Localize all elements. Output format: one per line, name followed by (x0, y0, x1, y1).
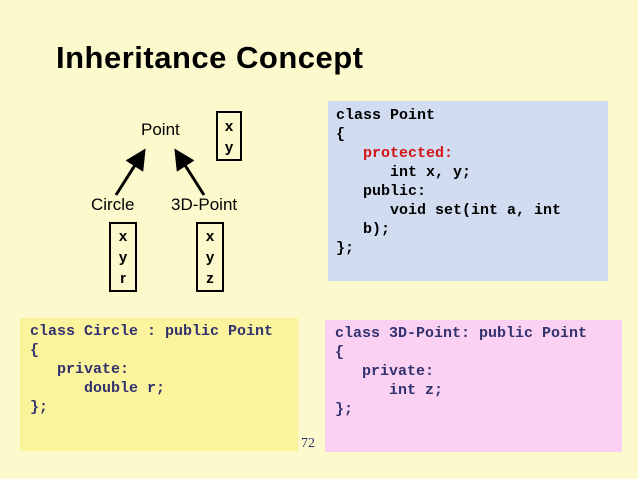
attr-letter: y (224, 139, 234, 156)
attr-letter: r (120, 270, 126, 287)
code-line: }; (336, 240, 355, 257)
code-line: class 3D-Point: public Point (335, 325, 588, 342)
code-box-3dpoint: class 3D-Point: public Point { private: i… (325, 320, 622, 452)
diagram-child-circle-label: Circle (91, 195, 135, 214)
code-line: public: (336, 183, 427, 200)
arrow-circle-to-point (114, 148, 146, 196)
code-line: { (30, 342, 40, 359)
code-line: private: (335, 363, 435, 380)
attr-letter: x (118, 228, 128, 245)
code-line: class Circle : public Point (30, 323, 274, 340)
attr-letter: x (205, 228, 215, 245)
attr-letter: z (206, 270, 214, 287)
diagram-parent-label: Point (141, 120, 180, 139)
code-box-circle: class Circle : public Point { private: do… (20, 318, 298, 451)
code-line: { (335, 344, 345, 361)
code-line: private: (30, 361, 130, 378)
code-line: { (336, 126, 346, 143)
code-line: b); (336, 221, 391, 238)
page-number: 72 (301, 436, 315, 451)
attr-letter: y (118, 249, 128, 266)
code-line: int z; (335, 382, 444, 399)
code-line: double r; (30, 380, 166, 397)
code-line: }; (30, 399, 49, 416)
code-line: }; (335, 401, 354, 418)
attr-letter: y (205, 249, 215, 266)
code-line: class Point (336, 107, 436, 124)
diagram-child-3dpoint-label: 3D-Point (171, 195, 238, 214)
arrow-3dpoint-to-point (174, 148, 206, 196)
code-box-point: class Point { protected: int x, y; public… (328, 101, 608, 281)
slide-title: Inheritance Concept (56, 40, 364, 75)
code-line: protected: (336, 145, 454, 162)
inheritance-arrows (114, 148, 206, 196)
code-line: void set(int a, int (336, 202, 562, 219)
attr-letter: x (224, 118, 234, 135)
code-line: int x, y; (336, 164, 472, 181)
